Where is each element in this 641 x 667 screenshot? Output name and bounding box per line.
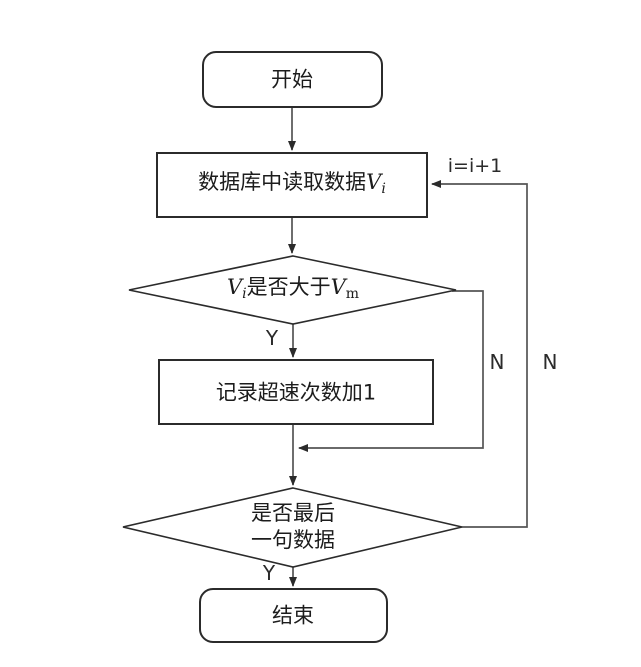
record-label: 记录超速次数加1: [215, 380, 377, 405]
read-label-text: 数据库中读取数据: [198, 170, 367, 194]
decision2-label-line1: 是否最后: [251, 501, 335, 525]
decision2-label-line2: 一句数据: [251, 528, 335, 552]
increment-label: i=i+1: [447, 155, 503, 177]
read-var: V: [366, 170, 382, 194]
read-var-subscript: i: [381, 181, 386, 197]
decision1-label: Vi是否大于Vm: [227, 274, 359, 308]
decision1-var1: V: [226, 275, 243, 299]
start-label: 开始: [271, 67, 313, 92]
decision1-var2-subscript: m: [345, 286, 360, 302]
decision1-yes-label: Y: [265, 326, 279, 350]
decision2-diamond-shape: [122, 487, 463, 568]
decision1-diamond-shape: [128, 255, 457, 325]
decision2-label: 是否最后 一句数据: [251, 500, 335, 554]
record-process-shape: [158, 359, 434, 425]
decision2-yes-label: Y: [262, 561, 276, 585]
end-terminator-shape: [199, 588, 388, 643]
decision2-no-label: N: [542, 350, 558, 374]
decision1-var1-subscript: i: [242, 286, 247, 302]
decision1-var2: V: [330, 275, 346, 299]
start-terminator-shape: [202, 51, 383, 108]
read-process-shape: [156, 152, 428, 218]
decision1-text: 是否大于: [246, 275, 331, 299]
edge-decision1-no-loop: [298, 290, 484, 452]
end-label: 结束: [272, 603, 314, 628]
read-label: 数据库中读取数据Vi: [198, 169, 386, 203]
edge-decision2-no-loop: [431, 180, 528, 528]
decision1-no-label: N: [489, 350, 505, 374]
